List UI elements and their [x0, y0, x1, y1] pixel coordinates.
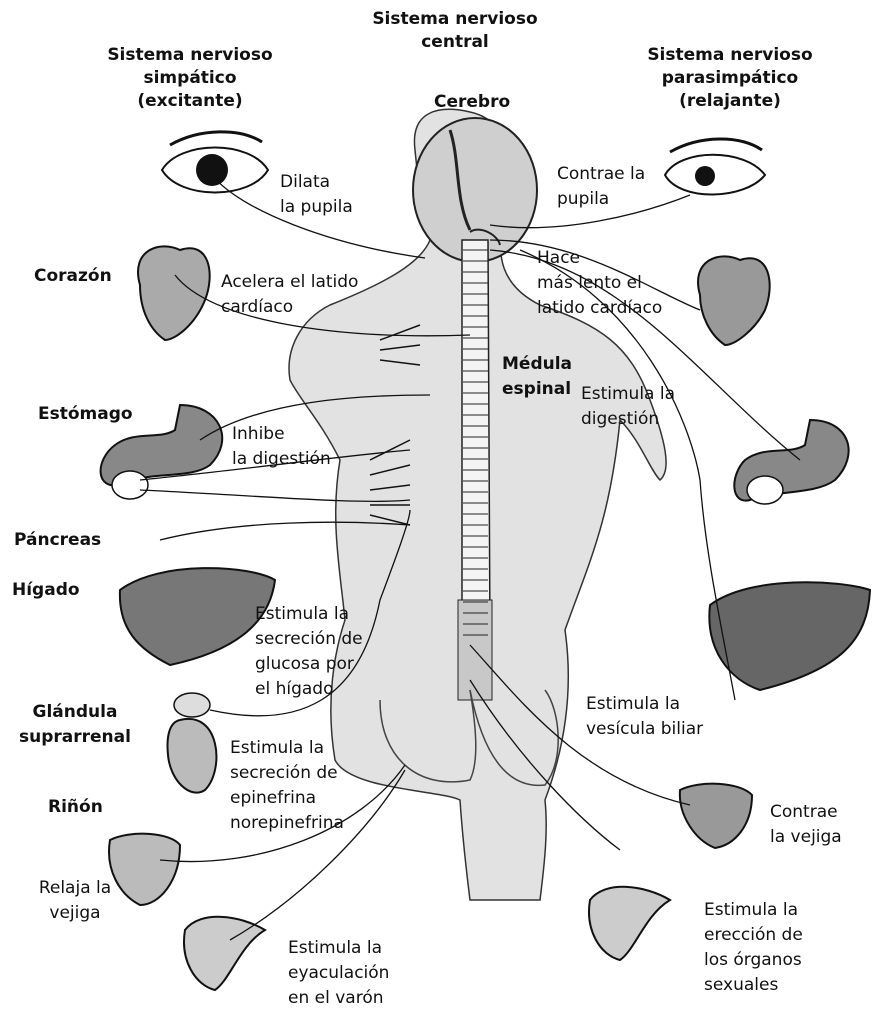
- effect-para-digestion: Estimula la digestión: [581, 382, 675, 432]
- label-adrenal-gland: Glándula suprarrenal: [10, 700, 140, 750]
- label-spinal-cord: Médula espinal: [502, 352, 572, 402]
- label-liver: Hígado: [12, 578, 80, 603]
- left-adrenal-kidney-drawing: [168, 693, 217, 793]
- right-eye-drawing: [665, 139, 765, 195]
- left-liver-drawing: [120, 568, 275, 665]
- left-heart-drawing: [138, 246, 210, 340]
- label-brain: Cerebro: [434, 90, 510, 115]
- effect-para-heart: Hace más lento el latido cardíaco: [537, 246, 662, 321]
- header-sympathetic-system: Sistema nervioso simpático (excitante): [90, 44, 290, 113]
- effect-sym-eye: Dilata la pupila: [280, 170, 353, 220]
- right-stomach-drawing: [734, 420, 848, 504]
- effect-para-bladder: Contrae la vejiga: [770, 800, 842, 850]
- label-heart: Corazón: [34, 264, 112, 289]
- left-eye-drawing: [162, 132, 268, 193]
- right-genital-drawing: [589, 887, 670, 960]
- right-heart-drawing: [698, 256, 770, 345]
- left-genital-drawing: [184, 917, 265, 990]
- effect-sym-ejaculation: Estimula la eyaculación en el varón: [288, 936, 389, 1011]
- right-bladder-drawing: [680, 784, 752, 848]
- header-parasympathetic-system: Sistema nervioso parasimpático (relajant…: [620, 44, 840, 113]
- spinal-cord-drawing: [458, 240, 492, 700]
- effect-sym-heart: Acelera el latido cardíaco: [221, 270, 358, 320]
- label-kidney: Riñón: [48, 795, 103, 820]
- effect-para-eye: Contrae la pupila: [557, 162, 645, 212]
- label-pancreas: Páncreas: [14, 528, 101, 553]
- effect-para-gallbladder: Estimula la vesícula biliar: [586, 692, 703, 742]
- effect-sym-adrenal: Estimula la secreción de epinefrina nore…: [230, 736, 344, 836]
- effect-sym-liver: Estimula la secreción de glucosa por el …: [255, 602, 363, 702]
- effect-sym-digestion: Inhibe la digestión: [232, 422, 331, 472]
- right-liver-drawing: [709, 582, 870, 690]
- effect-sym-bladder: Relaja la vejiga: [20, 876, 130, 926]
- header-central-nervous-system: Sistema nervioso central: [365, 8, 545, 54]
- label-stomach: Estómago: [38, 402, 133, 427]
- effect-para-erection: Estimula la erección de los órganos sexu…: [704, 898, 803, 998]
